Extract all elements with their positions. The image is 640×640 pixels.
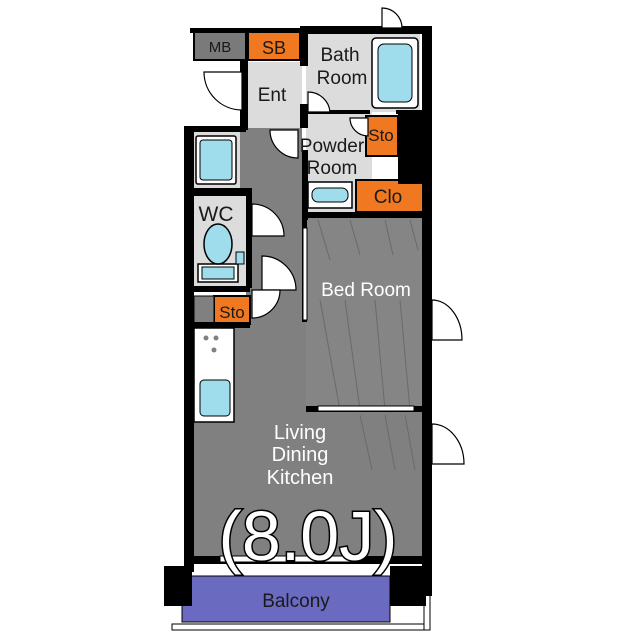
toilet-bowl-icon [203, 223, 233, 265]
storage-top-box [365, 115, 399, 157]
storage-left-door-icon [251, 289, 281, 319]
balcony-pillar-left [164, 566, 192, 606]
storage-left-label: Sto [219, 303, 245, 322]
kitchen-sink-icon [199, 379, 231, 417]
toilet-sink-icon [235, 251, 245, 265]
stove-burner-icon [211, 347, 217, 353]
bedroom-label: Bed Room [321, 280, 411, 301]
washer-basin-icon [199, 139, 233, 181]
fixtures [193, 37, 419, 423]
mb-label: MB [209, 39, 232, 56]
ldk-side-door-icon [431, 423, 465, 465]
entrance-door-icon [203, 71, 243, 111]
stove-burner-icon [203, 335, 209, 341]
ldk-size-label: (8.0J) [219, 497, 398, 575]
bedroom-side-door-icon [431, 299, 463, 341]
sliding-doors [219, 227, 415, 563]
balcony-label: Balcony [262, 591, 330, 612]
washbasin-bowl-icon [311, 187, 349, 203]
balcony-rail [171, 623, 431, 631]
bathtub-basin-icon [377, 43, 413, 103]
bath-label-line1: Bath [320, 45, 359, 66]
ldk-label-line1: Living [274, 422, 326, 444]
storage-left-shelf [193, 295, 215, 325]
wc-door-icon [251, 203, 285, 237]
storage-top-door-icon [349, 117, 369, 137]
ldk-hatch [359, 414, 416, 471]
wc-label: WC [199, 203, 234, 226]
storage-top-label: Sto [368, 126, 394, 145]
labels: MB SB Bath Room Ent Sto Powder Room Clo … [199, 38, 411, 612]
ldk-label-line2: Dining [272, 444, 329, 466]
entrance-floor [246, 62, 302, 128]
bath-label-line2: Room [317, 68, 368, 89]
doors [203, 7, 465, 465]
exterior-door-top-icon [381, 7, 403, 29]
balcony-pillar-right [390, 566, 426, 606]
sb-label: SB [262, 38, 286, 58]
powder-label-line2: Room [307, 158, 358, 179]
corridor-door-icon [261, 255, 297, 291]
bath-door-icon [307, 91, 331, 113]
closet-label: Clo [374, 187, 403, 208]
stove-burner-icon [213, 335, 219, 341]
bedroom-floor [306, 215, 426, 410]
powder-door-icon [269, 129, 299, 159]
powder-label-line1: Powder [300, 136, 365, 157]
bedroom-hatch [317, 219, 419, 411]
mb-box [193, 31, 247, 61]
entrance-label: Ent [258, 85, 287, 106]
ldk-label-line3: Kitchen [267, 467, 334, 489]
toilet-tank-inner-icon [201, 266, 235, 280]
